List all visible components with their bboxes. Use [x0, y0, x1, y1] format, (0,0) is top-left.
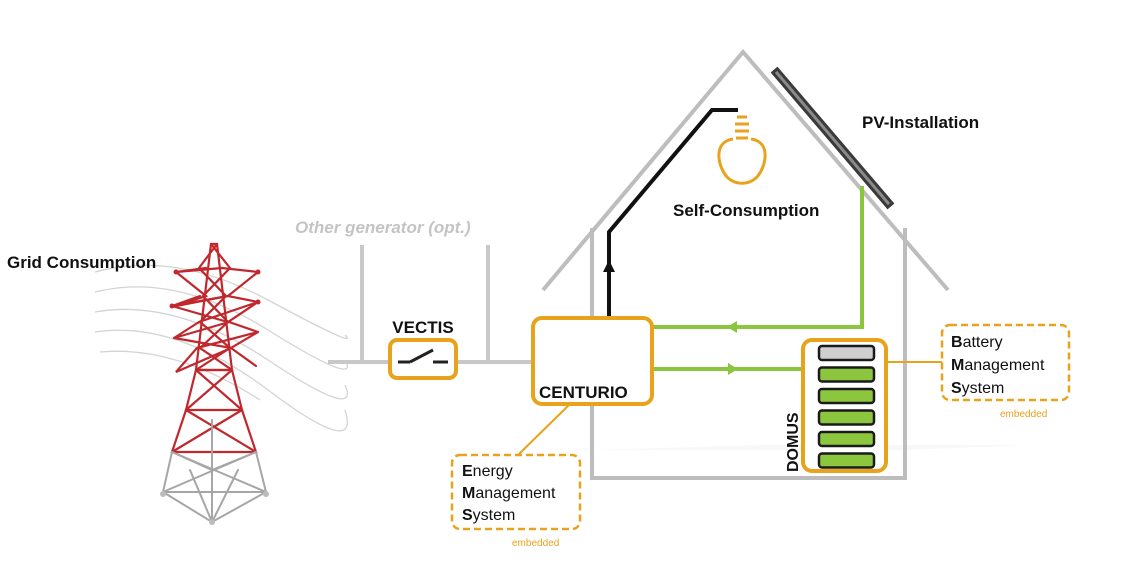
- bms-callout-box: [940, 323, 1071, 402]
- self-consumption-label: Self-Consumption: [673, 201, 819, 220]
- bms-line-3: System: [951, 380, 1004, 397]
- domus-battery: [801, 338, 888, 473]
- battery-cell-charged: [817, 366, 876, 383]
- battery-cell-empty: [817, 344, 876, 362]
- self-consumption-arrow: [603, 260, 615, 272]
- charge-flow-arrow: [728, 363, 738, 375]
- other-generator-label: Other generator (opt.): [295, 218, 471, 237]
- ems-callout-box: [450, 453, 582, 531]
- battery-cell-charged: [817, 409, 876, 426]
- domus-label: DOMUS: [785, 412, 802, 472]
- self-consumption-line: [607, 108, 738, 318]
- centurio-box: [531, 316, 654, 406]
- ems-connector: [517, 403, 571, 456]
- battery-cell-charged: [817, 452, 876, 469]
- pv-installation-label: PV-Installation: [862, 113, 979, 132]
- ems-line-2: Management: [462, 485, 556, 502]
- ems-line-1: Energy: [462, 463, 513, 480]
- pv-panel-icon: [770, 66, 895, 210]
- grid-consumption-label: Grid Consumption: [7, 253, 156, 272]
- ems-line-3: System: [462, 507, 515, 524]
- transmission-tower-icon: [160, 242, 269, 525]
- light-bulb-icon: [717, 115, 767, 185]
- vectis-label: VECTIS: [392, 318, 453, 337]
- power-lines: [94, 264, 348, 432]
- battery-cells: [817, 344, 876, 469]
- bms-embedded-tag: embedded: [1000, 409, 1047, 420]
- battery-cell-charged: [817, 430, 876, 448]
- pv-flow-arrow: [727, 321, 737, 333]
- ems-embedded-tag: embedded: [512, 538, 559, 549]
- pv-flow-line: [652, 186, 864, 371]
- vectis-switch: [388, 338, 458, 380]
- battery-cell-charged: [817, 387, 876, 405]
- bms-line-1: Battery: [951, 334, 1003, 351]
- centurio-label: CENTURIO: [539, 383, 628, 402]
- bms-line-2: Management: [951, 357, 1045, 374]
- grid-bus-line: [328, 245, 533, 364]
